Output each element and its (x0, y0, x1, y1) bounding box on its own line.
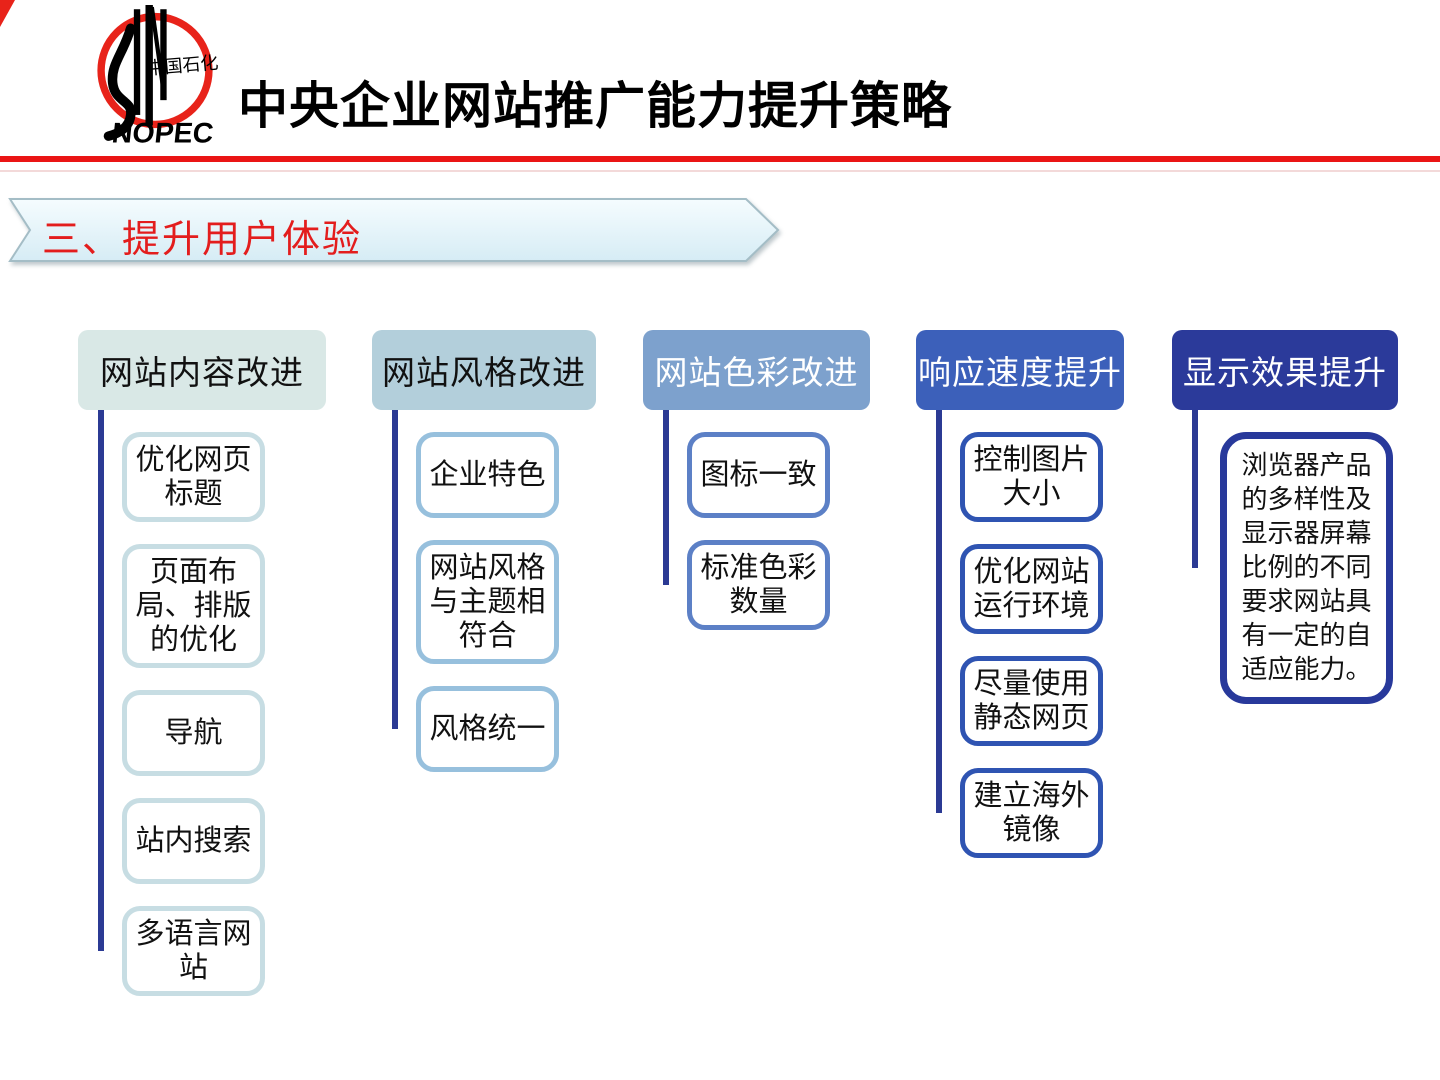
corner-decoration (0, 0, 15, 27)
column-header: 网站风格改进 (372, 330, 596, 410)
connector-line (392, 410, 398, 729)
tree-node: 优化网页标题 (97, 432, 265, 522)
logo-latin-text: NOPEC (110, 117, 215, 149)
diagram-column-style: 网站风格改进 企业特色 网站风格与主题相符合 风格统一 (372, 330, 596, 772)
section-banner: 三、提升用户体验 (4, 197, 788, 265)
diagram-column-speed: 响应速度提升 控制图片大小 优化网站运行环境 尽量使用静态网页 建立海外镜像 (916, 330, 1124, 858)
tree-node: 站内搜索 (97, 798, 265, 884)
diagram-column-display: 显示效果提升 浏览器产品的多样性及显示器屏幕比例的不同要求网站具有一定的自适应能… (1172, 330, 1398, 704)
sinopec-logo: 中国石化 NOPEC (97, 5, 219, 149)
tree-node: 浏览器产品的多样性及显示器屏幕比例的不同要求网站具有一定的自适应能力。 (1192, 432, 1393, 704)
tree-node: 优化网站运行环境 (935, 544, 1103, 634)
tree-node: 标准色彩数量 (662, 540, 830, 630)
tree-node: 尽量使用静态网页 (935, 656, 1103, 746)
tree-node: 建立海外镜像 (935, 768, 1103, 858)
page-title: 中央企业网站推广能力提升策略 (238, 78, 952, 134)
red-divider-shadow (0, 170, 1440, 172)
red-divider (0, 156, 1440, 162)
column-header: 响应速度提升 (916, 330, 1124, 410)
tree-node: 风格统一 (391, 686, 559, 772)
tree-node: 网站风格与主题相符合 (391, 540, 559, 664)
diagram-column-content: 网站内容改进 优化网页标题 页面布局、排版的优化 导航 站内搜索 多语言网站 (78, 330, 326, 996)
tree-node: 导航 (97, 690, 265, 776)
connector-line (98, 410, 104, 951)
tree-node: 多语言网站 (97, 906, 265, 996)
section-banner-label: 三、提升用户体验 (42, 219, 363, 261)
tree-node: 控制图片大小 (935, 432, 1103, 522)
column-header: 网站内容改进 (78, 330, 326, 410)
connector-line (1192, 410, 1198, 568)
connector-line (663, 410, 669, 585)
banner-ribbon-shape (8, 198, 780, 262)
tree-node: 企业特色 (391, 432, 559, 518)
column-header: 网站色彩改进 (643, 330, 870, 410)
tree-node: 图标一致 (662, 432, 830, 518)
tree-node: 页面布局、排版的优化 (97, 544, 265, 668)
column-header: 显示效果提升 (1172, 330, 1398, 410)
diagram-column-color: 网站色彩改进 图标一致 标准色彩数量 (643, 330, 870, 630)
connector-line (936, 410, 942, 813)
logo-s-curve (103, 23, 136, 141)
